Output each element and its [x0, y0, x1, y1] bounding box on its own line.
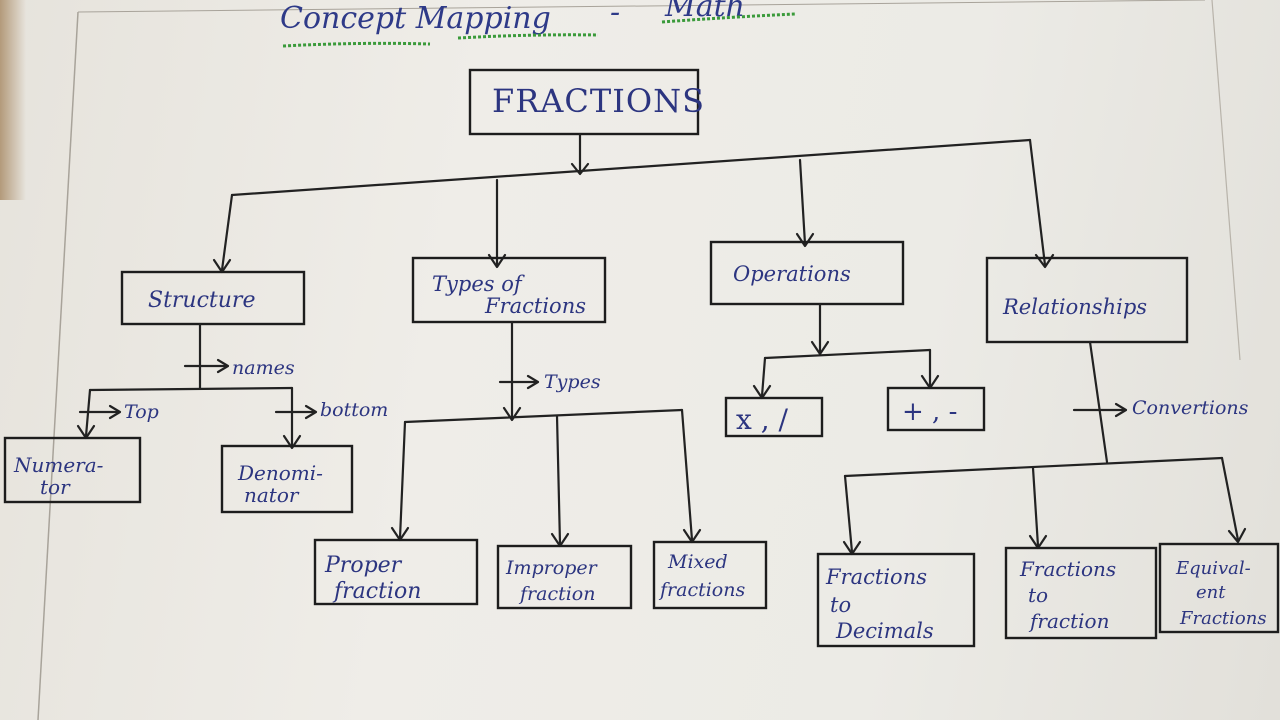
top-margin-line	[77, 0, 1206, 13]
root-connectors	[212, 132, 1055, 274]
title-underline-1	[282, 41, 431, 48]
node-proper-label-2: fraction	[332, 579, 421, 604]
node-to-fraction-label-3: fraction	[1028, 609, 1109, 633]
node-mixed-label-1: Mixed	[667, 551, 728, 573]
node-mixed-label-2: fractions	[658, 579, 745, 601]
node-fractions-to-decimals: Fractions to Decimals	[816, 552, 976, 648]
node-to-fraction-label-1: Fractions	[1019, 557, 1116, 581]
edge-label-conversions: Convertions	[1132, 397, 1249, 419]
node-mixed-fractions: Mixed fractions	[652, 540, 768, 610]
node-numerator-label-2: tor	[40, 475, 71, 499]
node-fraction-to-fraction: Fractions to fraction	[1004, 546, 1158, 640]
node-types-label-1: Types of	[432, 272, 525, 296]
title-dash: -	[610, 0, 620, 30]
node-denominator-label-1: Denomi-	[237, 461, 323, 485]
node-denominator-label-2: nator	[244, 483, 300, 507]
node-structure-label: Structure	[148, 288, 255, 313]
node-operations: Operations	[709, 240, 905, 306]
relationships-connectors	[842, 340, 1247, 556]
node-proper-fraction: Proper fraction	[313, 538, 479, 606]
node-add-subtract-label: + , -	[902, 397, 957, 427]
right-margin-line	[1211, 0, 1241, 361]
node-denominator: Denomi- nator	[220, 444, 354, 514]
node-equivalent-label-2: ent	[1196, 582, 1226, 603]
node-multiply-divide: x , /	[724, 396, 824, 438]
node-equivalent-label-1: Equival-	[1175, 558, 1251, 579]
node-structure: Structure	[120, 270, 306, 326]
node-fractions-label: FRACTIONS	[492, 82, 705, 120]
node-to-decimals-label-1: Fractions	[825, 565, 927, 589]
node-fractions: FRACTIONS	[468, 68, 705, 136]
title-underline-2	[457, 33, 599, 40]
node-types-label-2: Fractions	[484, 294, 586, 318]
node-improper-label-2: fraction	[518, 583, 595, 605]
node-to-fraction-label-2: to	[1028, 583, 1048, 607]
node-to-decimals-label-3: Decimals	[835, 619, 934, 643]
node-equivalent-fractions: Equival- ent Fractions	[1158, 542, 1280, 634]
edge-label-types: Types	[544, 371, 601, 393]
node-numerator-label-1: Numera-	[13, 453, 104, 477]
paper-edge-shadow	[0, 0, 26, 200]
node-numerator: Numera- tor	[3, 436, 142, 504]
node-operations-label: Operations	[733, 262, 851, 286]
node-improper-fraction: Improper fraction	[496, 544, 633, 610]
edge-label-names: names	[232, 357, 295, 379]
left-margin-line	[37, 11, 79, 720]
node-relationships-label: Relationships	[1002, 295, 1147, 319]
node-relationships: Relationships	[985, 256, 1189, 344]
node-equivalent-label-3: Fractions	[1179, 608, 1267, 629]
operations-connectors	[752, 302, 940, 400]
node-multiply-divide-label: x , /	[736, 403, 788, 436]
node-add-subtract: + , -	[886, 386, 986, 432]
title-underline-3	[661, 12, 796, 24]
node-improper-label-1: Improper	[505, 557, 599, 579]
types-connectors	[390, 320, 702, 548]
title-concept-mapping: Concept Mapping	[280, 1, 551, 36]
node-proper-label-1: Proper	[324, 553, 403, 578]
node-to-decimals-label-2: to	[830, 593, 851, 617]
edge-label-top: Top	[124, 401, 159, 423]
edge-label-bottom: bottom	[320, 399, 388, 421]
structure-connectors	[76, 322, 318, 450]
node-types-of-fractions: Types of Fractions	[411, 256, 607, 324]
